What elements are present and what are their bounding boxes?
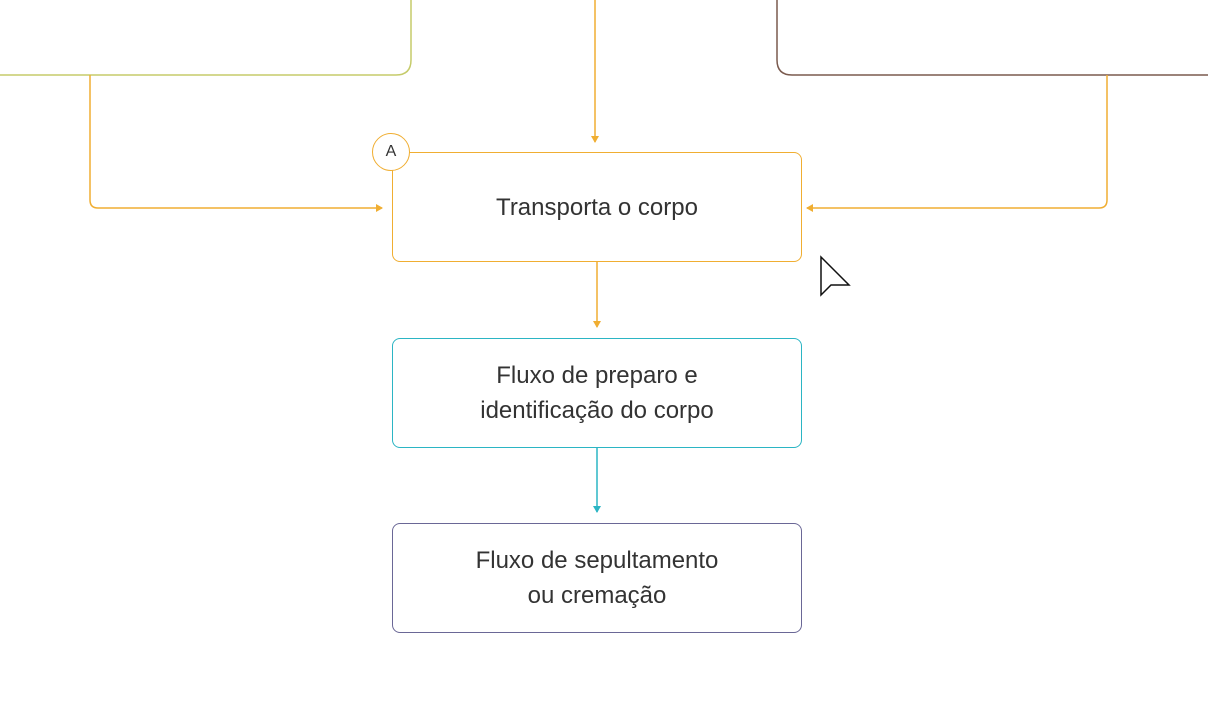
upper-left-box	[0, 0, 412, 76]
node-badge-a: A	[372, 133, 410, 171]
connector-right-to-transporta	[806, 75, 1108, 212]
mouse-cursor-icon	[820, 255, 851, 297]
connector-left-to-transporta	[89, 75, 383, 212]
upper-right-box	[776, 0, 1208, 76]
node-fluxo-preparo-identificacao[interactable]: Fluxo de preparo e identificação do corp…	[392, 338, 802, 448]
node-transporta-o-corpo[interactable]: Transporta o corpo	[392, 152, 802, 262]
node-fluxo-sepultamento-cremacao[interactable]: Fluxo de sepultamento ou cremação	[392, 523, 802, 633]
